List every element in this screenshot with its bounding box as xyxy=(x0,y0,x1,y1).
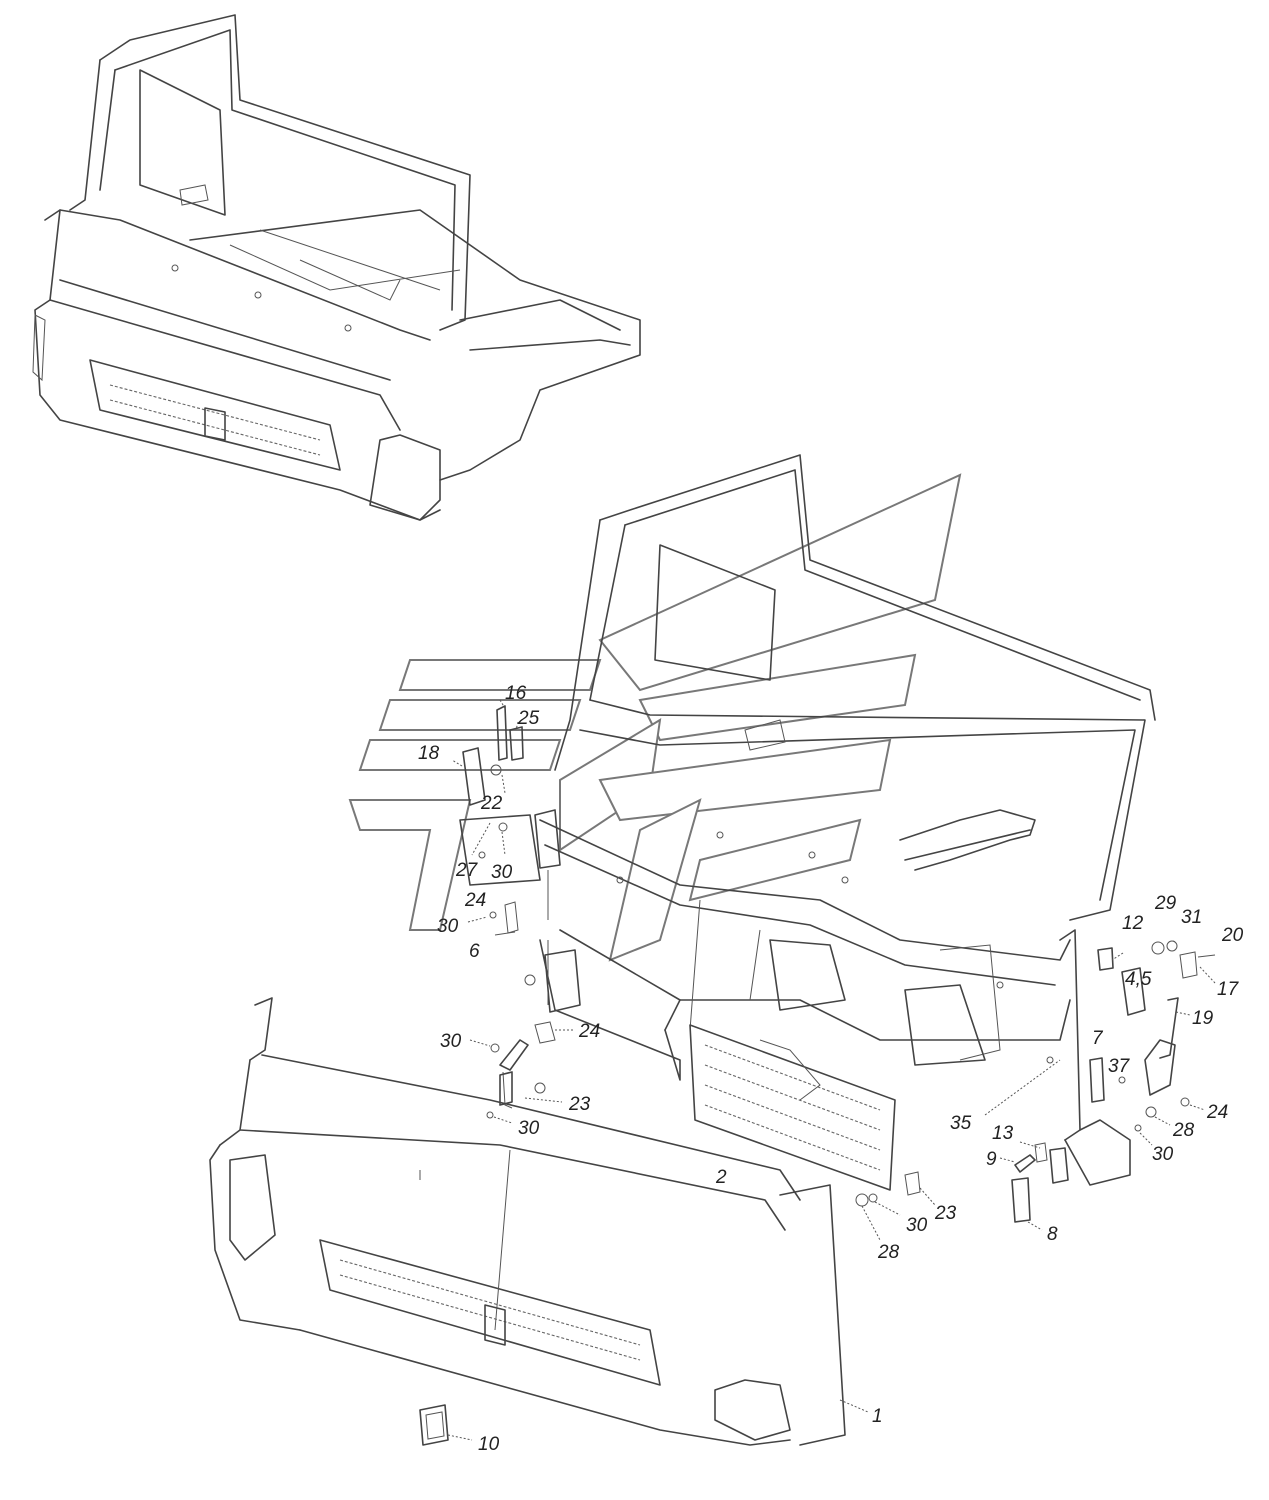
callout-1: 1 xyxy=(872,1406,883,1427)
callout-19: 19 xyxy=(1192,1008,1214,1029)
assembled-cab-overview xyxy=(32,14,641,521)
callout-2: 2 xyxy=(715,1167,727,1188)
callout-27: 27 xyxy=(455,860,479,881)
leader-lines xyxy=(447,699,1216,1441)
callout-28: 28 xyxy=(877,1242,900,1263)
callout-6: 6 xyxy=(469,941,480,962)
callout-30: 30 xyxy=(1152,1144,1174,1165)
front-panel-part-1 xyxy=(209,997,846,1446)
left-hinge-parts xyxy=(459,705,556,1119)
callout-28: 28 xyxy=(1172,1120,1195,1141)
grille-part-2 xyxy=(689,1024,921,1207)
callout-20: 20 xyxy=(1221,925,1244,946)
callout-30: 30 xyxy=(437,916,459,937)
callout-12: 12 xyxy=(1122,913,1144,934)
callout-labels: 16 25 18 22 27 30 24 30 6 30 24 23 30 2 … xyxy=(418,683,1244,1455)
callout-24: 24 xyxy=(1206,1102,1228,1123)
watermark-logo xyxy=(348,473,962,962)
callout-31: 31 xyxy=(1181,907,1202,928)
callout-30: 30 xyxy=(906,1215,928,1236)
callout-9: 9 xyxy=(986,1149,997,1170)
callout-7: 7 xyxy=(1092,1028,1104,1049)
callout-17: 17 xyxy=(1217,979,1240,1000)
callout-13: 13 xyxy=(992,1123,1014,1144)
callout-10: 10 xyxy=(478,1434,500,1455)
callout-4-5: 4,5 xyxy=(1125,969,1152,990)
callout-23: 23 xyxy=(568,1094,591,1115)
callout-37: 37 xyxy=(1108,1056,1131,1077)
callout-30: 30 xyxy=(491,862,513,883)
emblem-part-10 xyxy=(419,1404,449,1446)
right-side-parts xyxy=(1011,940,1216,1223)
callout-18: 18 xyxy=(418,743,440,764)
callout-30: 30 xyxy=(518,1118,540,1139)
callout-30: 30 xyxy=(440,1031,462,1052)
cab-frame xyxy=(534,454,1156,1186)
callout-25: 25 xyxy=(517,708,540,729)
callout-24: 24 xyxy=(464,890,486,911)
callout-35: 35 xyxy=(950,1113,972,1134)
callout-29: 29 xyxy=(1154,893,1177,914)
callout-8: 8 xyxy=(1047,1224,1058,1245)
callout-23: 23 xyxy=(934,1203,957,1224)
callout-24: 24 xyxy=(578,1021,600,1042)
callout-16: 16 xyxy=(505,683,527,704)
callout-22: 22 xyxy=(480,793,503,814)
